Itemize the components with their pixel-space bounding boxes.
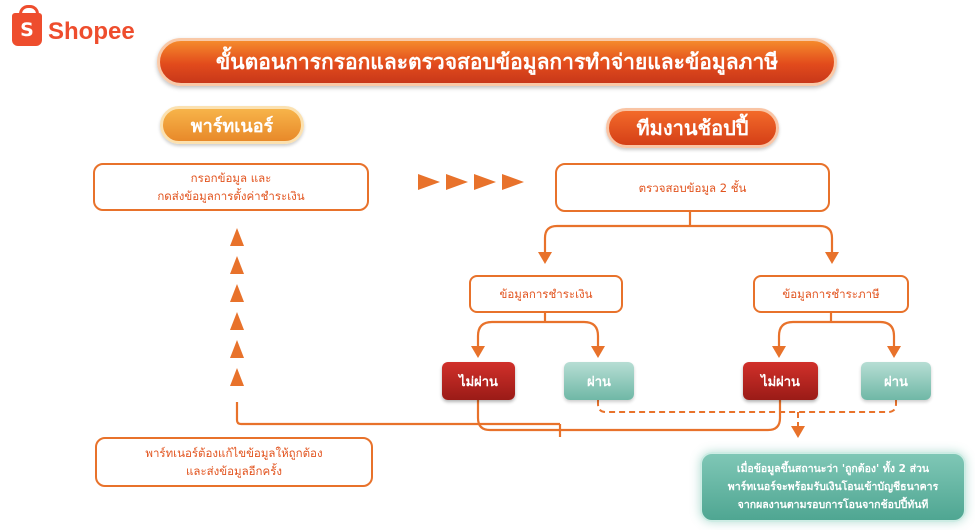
partner-fix-line1: พาร์ทเนอร์ต้องแก้ไขข้อมูลให้ถูกต้อง [145, 446, 323, 460]
shopee-logo-icon: S [12, 13, 42, 46]
arrowhead-tax-fail [772, 346, 786, 358]
logo-bag-handle [19, 5, 39, 20]
payment-info-label: ข้อมูลการชำระเงิน [499, 287, 593, 301]
partner-submit-step: กรอกข้อมูล และ กดส่งข้อมูลการตั้งค่าชำระ… [93, 163, 369, 211]
return-line [235, 402, 560, 426]
payout-note-line2: พาร์ทเนอร์จะพร้อมรับเงินโอนเข้าบัญชีธนาค… [727, 481, 939, 493]
forward-arrows [418, 174, 524, 190]
forward-arrow [446, 174, 468, 190]
tax-info-label: ข้อมูลการชำระภาษี [782, 287, 880, 301]
tax-fail-status: ไม่ผ่าน [743, 362, 818, 400]
tax-split [777, 320, 896, 346]
arrowhead-tax-pass [887, 346, 901, 358]
partner-heading: พาร์ทเนอร์ [160, 106, 304, 144]
up-arrow [230, 340, 244, 358]
arrowhead-tax [825, 252, 839, 264]
page-title: ขั้นตอนการกรอกและตรวจสอบข้อมูลการทำจ่ายแ… [157, 38, 837, 86]
arrowhead-payment-pass [591, 346, 605, 358]
logo-text: Shopee [48, 18, 135, 45]
tax-pass-status: ผ่าน [861, 362, 931, 400]
return-arrows [230, 228, 244, 386]
up-arrow [230, 228, 244, 246]
tax-info-box: ข้อมูลการชำระภาษี [753, 275, 909, 313]
shopee-team-heading: ทีมงานช้อปปี้ [606, 108, 779, 148]
payout-note-line3: จากผลงานตามรอบการโอนจากช้อปปี้ทันที [737, 499, 929, 511]
payment-info-box: ข้อมูลการชำระเงิน [469, 275, 623, 313]
double-check-label: ตรวจสอบข้อมูล 2 ชั้น [638, 180, 747, 195]
payment-split [476, 320, 600, 346]
forward-arrow [474, 174, 496, 190]
arrowhead-payment-fail [471, 346, 485, 358]
arrowhead-payment [538, 252, 552, 264]
up-arrow [230, 312, 244, 330]
fail-merge-line [476, 400, 782, 432]
partner-fix-line2: และส่งข้อมูลอีกครั้ง [185, 464, 283, 478]
up-arrow [230, 256, 244, 274]
partner-fix-step: พาร์ทเนอร์ต้องแก้ไขข้อมูลให้ถูกต้อง และส… [95, 437, 373, 487]
payout-ready-note: เมื่อข้อมูลขึ้นสถานะว่า 'ถูกต้อง' ทั้ง 2… [700, 452, 966, 522]
forward-arrow [502, 174, 524, 190]
double-check-step: ตรวจสอบข้อมูล 2 ชั้น [555, 163, 830, 212]
pass-merge-line [597, 400, 897, 413]
payment-fail-status: ไม่ผ่าน [442, 362, 515, 400]
payout-note-line1: เมื่อข้อมูลขึ้นสถานะว่า 'ถูกต้อง' ทั้ง 2… [736, 463, 930, 475]
logo-bag-letter: S [20, 18, 34, 41]
payment-pass-status: ผ่าน [564, 362, 634, 400]
forward-arrow [418, 174, 440, 190]
up-arrow [230, 368, 244, 386]
partner-submit-line2: กดส่งข้อมูลการตั้งค่าชำระเงิน [157, 189, 305, 203]
up-arrow [230, 284, 244, 302]
arrowhead-note [791, 426, 805, 438]
split-line [543, 224, 834, 258]
partner-submit-line1: กรอกข้อมูล และ [190, 171, 272, 185]
